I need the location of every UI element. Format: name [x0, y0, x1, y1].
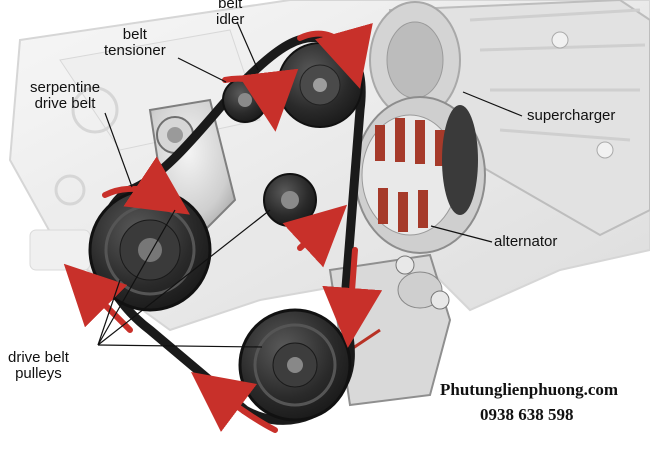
leader-lines [97, 21, 523, 348]
alternator-unit [354, 96, 486, 254]
label-belt-idler: belt idler [216, 0, 245, 28]
lower-idler-pulley [263, 173, 317, 227]
label-drive-belt-pulleys: drive belt pulleys [8, 349, 69, 382]
ac-compressor-pulley [238, 308, 352, 422]
label-serpentine-drive-belt: serpentine drive belt [30, 79, 101, 112]
supercharger-unit [369, 0, 650, 237]
watermark-website: Phutunglienphuong.com [440, 380, 619, 399]
label-supercharger: supercharger [527, 107, 616, 124]
label-alternator: alternator [494, 233, 558, 250]
label-belt-tensioner: belt tensioner [104, 26, 166, 59]
watermark-phone: 0938 638 598 [480, 405, 574, 424]
crankshaft-pulley [88, 188, 212, 312]
belt-direction-arrows [63, 23, 383, 433]
